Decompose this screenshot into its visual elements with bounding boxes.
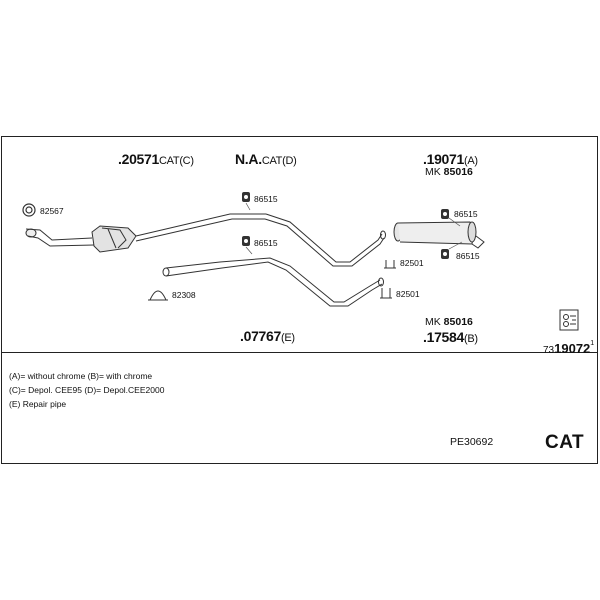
gasket-82567[interactable] — [22, 203, 36, 217]
mount-86515-d[interactable] — [441, 249, 449, 259]
kit-identifier: 73190721 — [543, 340, 594, 358]
part-na: N.A.CAT(D) — [235, 151, 297, 167]
part-suffix: (A) — [464, 155, 478, 167]
callout-86515-c: 86515 — [454, 209, 478, 219]
clamp-82501-a[interactable] — [384, 260, 396, 269]
mount-86515-b[interactable] — [242, 236, 250, 246]
callout-86515-b: 86515 — [254, 238, 278, 248]
mk-prefix: MK — [425, 316, 441, 328]
leader-lines — [245, 202, 463, 255]
part-number: .07767 — [240, 328, 282, 344]
legend-line-3: (E) Repair pipe — [9, 399, 67, 409]
clamp-82501-b[interactable] — [380, 288, 392, 299]
identifier-prefix: 73 — [543, 345, 555, 356]
mk-prefix: MK — [425, 166, 441, 178]
legend-line-1: (A)= without chrome (B)= with chrome — [9, 371, 153, 381]
identifier-number: 19072 — [554, 341, 591, 356]
part-suffix: (E) — [281, 332, 295, 344]
part-suffix: CAT(D) — [261, 155, 297, 167]
mk-bottom: MK 85016 — [425, 317, 473, 328]
part-number: .20571 — [118, 151, 160, 167]
part-20571: .20571CAT(C) — [118, 152, 194, 167]
part-number: .19071 — [423, 151, 465, 167]
mk-number: 85016 — [443, 316, 473, 328]
part-number: N.A. — [235, 151, 262, 167]
middle-pipe[interactable] — [264, 213, 386, 267]
clamp-82308[interactable] — [148, 290, 168, 301]
repair-pipe[interactable] — [162, 257, 384, 307]
callout-86515-a: 86515 — [254, 194, 278, 204]
part-suffix: (B) — [464, 333, 478, 345]
callout-82501-a: 82501 — [400, 258, 424, 268]
mount-86515-a[interactable] — [242, 192, 250, 202]
identifier-sup: 1 — [590, 340, 595, 347]
kit-symbol-icon — [559, 309, 579, 331]
set-label: CAT — [545, 432, 585, 453]
callout-82567: 82567 — [40, 206, 64, 216]
callout-82308: 82308 — [172, 290, 196, 300]
mk-top: MK 85016 — [425, 167, 473, 178]
mk-number: 85016 — [443, 166, 473, 178]
mount-86515-c[interactable] — [441, 209, 449, 219]
part-07767: .07767(E) — [240, 329, 295, 344]
part-number: .17584 — [423, 329, 465, 345]
part-17584: .17584(B) — [423, 330, 478, 345]
callout-86515-d: 86515 — [456, 251, 480, 261]
drawing-frame — [1, 136, 598, 464]
legend-line-2: (C)= Depol. CEE95 (D)= Depol.CEE2000 — [9, 385, 165, 395]
legend-divider — [1, 352, 598, 353]
part-suffix: CAT(C) — [159, 155, 194, 167]
set-code: PE30692 — [450, 436, 494, 448]
rear-silencer[interactable] — [393, 221, 485, 249]
front-pipe-with-catalyst[interactable] — [25, 213, 266, 253]
part-19071: .19071(A) — [423, 152, 478, 167]
callout-82501-b: 82501 — [396, 289, 420, 299]
